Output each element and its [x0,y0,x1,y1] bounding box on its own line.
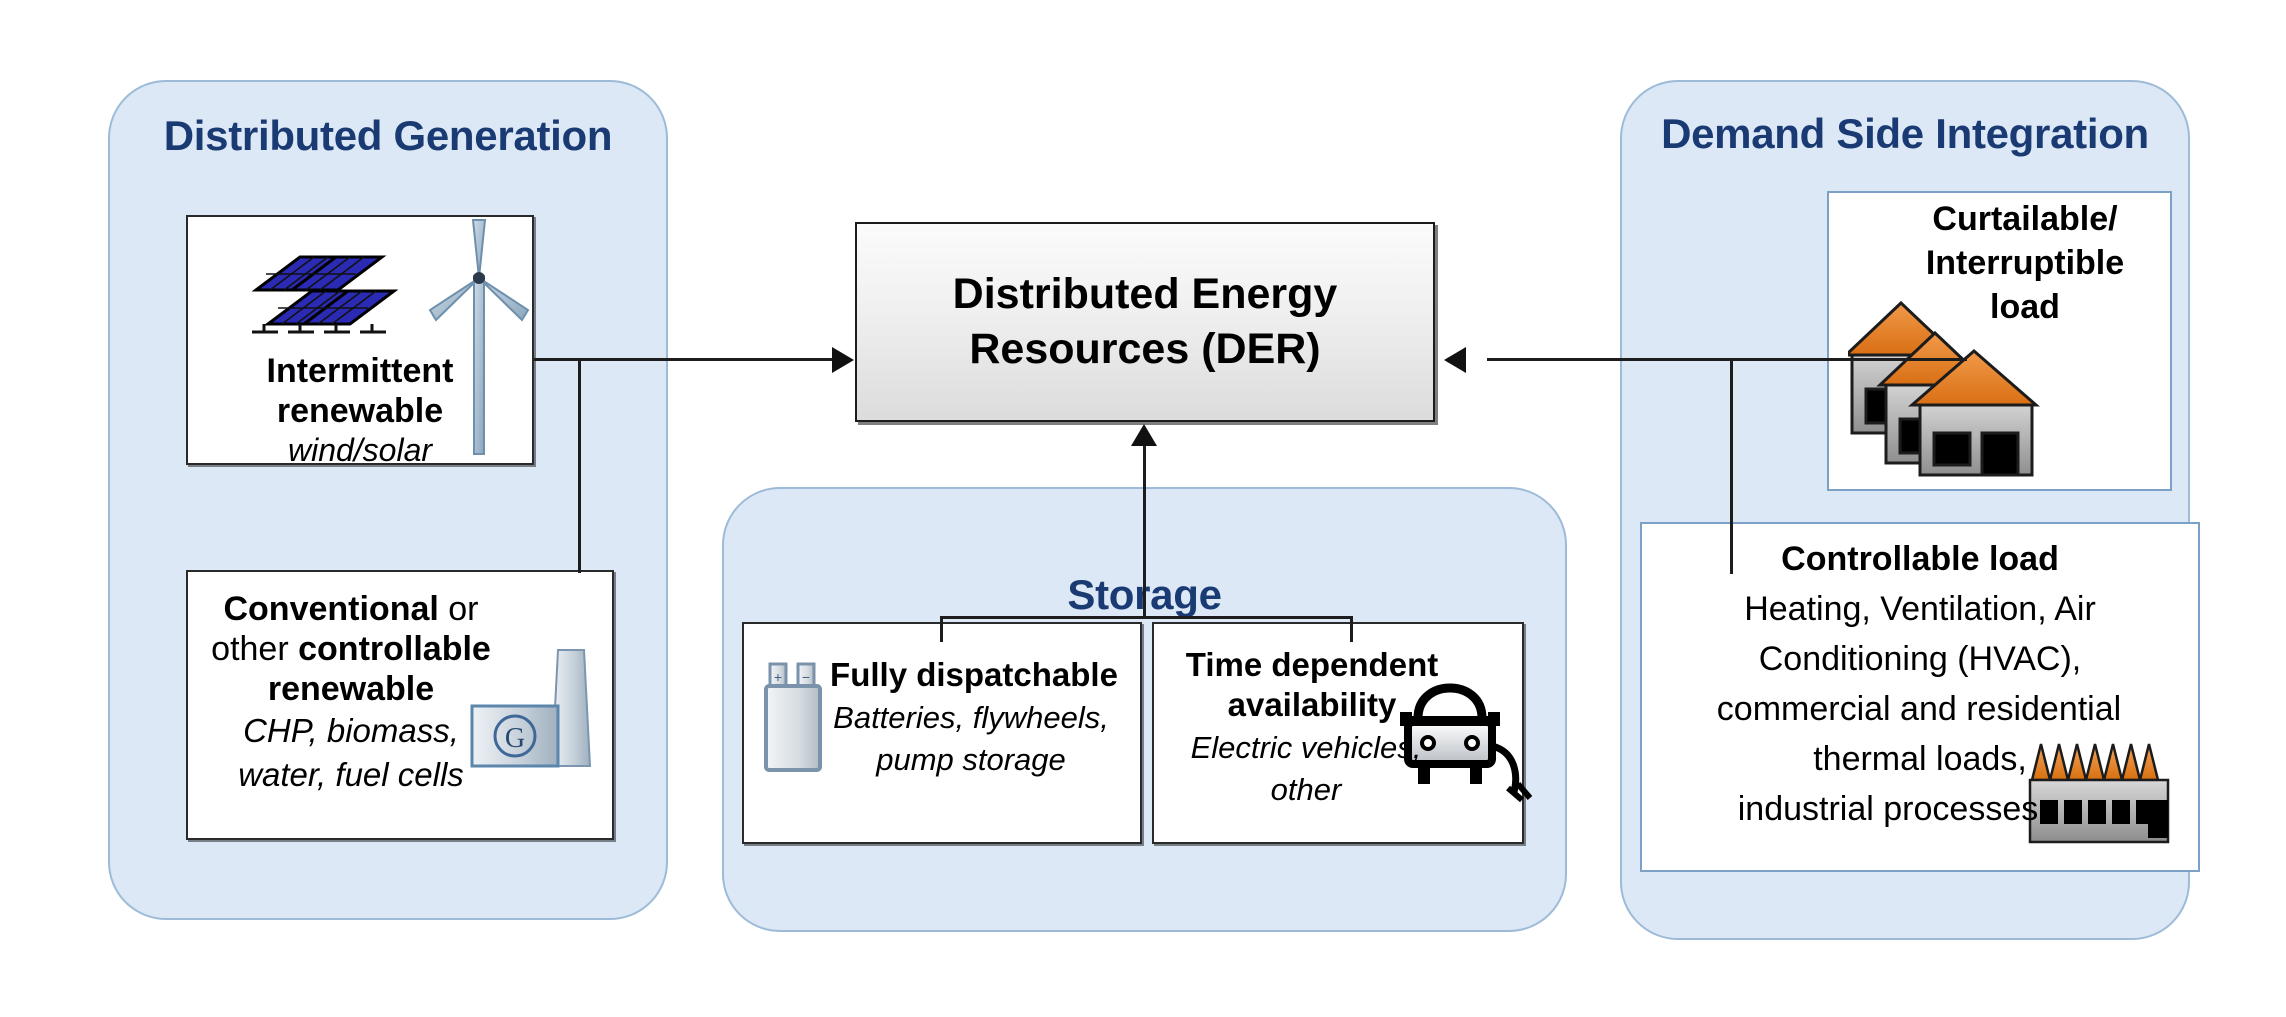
arrow-right-icon [832,347,854,373]
card-heading-time-dependent-line1: Time dependent [1185,646,1439,683]
der-label-line1: Distributed Energy [952,269,1338,318]
card-heading-controllable-load: Controllable load [1781,540,2059,578]
svg-text:G: G [505,723,525,754]
svg-text:+: + [774,669,782,685]
card-body-controllable-line5: industrial processes [1737,790,2039,828]
card-subtext-conventional-line1: CHP, biomass, [243,712,459,749]
wind-turbine-icon [424,218,534,458]
conventional-or: or [438,590,479,628]
panel-title-distributed-generation: Distributed Generation [163,112,613,159]
card-heading-curtailable-line2: Interruptible [1925,244,2125,282]
factory-icon [2026,738,2174,850]
card-body-controllable-line4: thermal loads, [1813,740,2027,778]
solar-panel-icon [244,232,404,337]
connector-generation-horizontal [534,358,834,361]
card-heading-curtailable-line1: Curtailable/ [1932,200,2118,238]
card-heading-conventional-line2: other controllable [186,630,516,668]
other-plain: other [211,630,299,668]
battery-icon: + − [762,660,824,776]
card-heading-intermittent-line1: Intermittent [266,352,454,390]
card-subtext-dispatchable-line2: pump storage [876,742,1066,777]
card-heading-intermittent-line2: renewable [276,392,444,430]
der-label: Distributed Energy Resources (DER) [953,267,1338,377]
houses-icon [1842,293,2063,478]
arrow-left-icon [1444,347,1466,373]
card-heading-fully-dispatchable: Fully dispatchable [830,656,1118,693]
card-heading-conventional-line1: Conventional or [186,590,516,628]
der-central-box: Distributed Energy Resources (DER) [855,222,1435,422]
connector-demand-horizontal [1487,358,1967,361]
card-heading-conventional-line3: renewable [267,670,435,708]
card-body-controllable-line1: Heating, Ventilation, Air [1744,590,2096,628]
electric-vehicle-icon [1398,660,1538,808]
panel-title-demand-side-integration: Demand Side Integration [1661,110,2149,157]
card-heading-time-dependent-line2: availability [1227,686,1397,723]
card-subtext-dispatchable-line1: Batteries, flywheels, [833,700,1109,735]
connector-storage-right-leg [1350,616,1353,642]
connector-demand-vertical [1730,358,1733,574]
card-body-controllable-line2: Conditioning (HVAC), [1758,640,2082,678]
card-subtext-time-dependent-line1: Electric vehicles, [1190,730,1422,765]
conventional-bold: Conventional [223,590,439,628]
power-plant-icon: G [466,648,608,792]
der-label-line2: Resources (DER) [969,325,1321,373]
arrow-up-icon [1131,424,1157,446]
svg-text:−: − [802,669,810,685]
card-subtext-conventional-line2: water, fuel cells [238,756,464,793]
connector-storage-top-h [940,616,1352,619]
card-body-controllable-line3: commercial and residential [1716,690,2122,728]
card-heading-curtailable-line3: load [1990,288,2060,326]
connector-storage-vertical [1143,440,1146,618]
connector-generation-vertical [578,358,581,573]
card-subtext-time-dependent-line2: other [1270,772,1342,807]
controllable-bold: controllable [298,630,491,668]
connector-storage-left-leg [940,616,943,642]
card-subtext-intermittent: wind/solar [287,432,433,468]
